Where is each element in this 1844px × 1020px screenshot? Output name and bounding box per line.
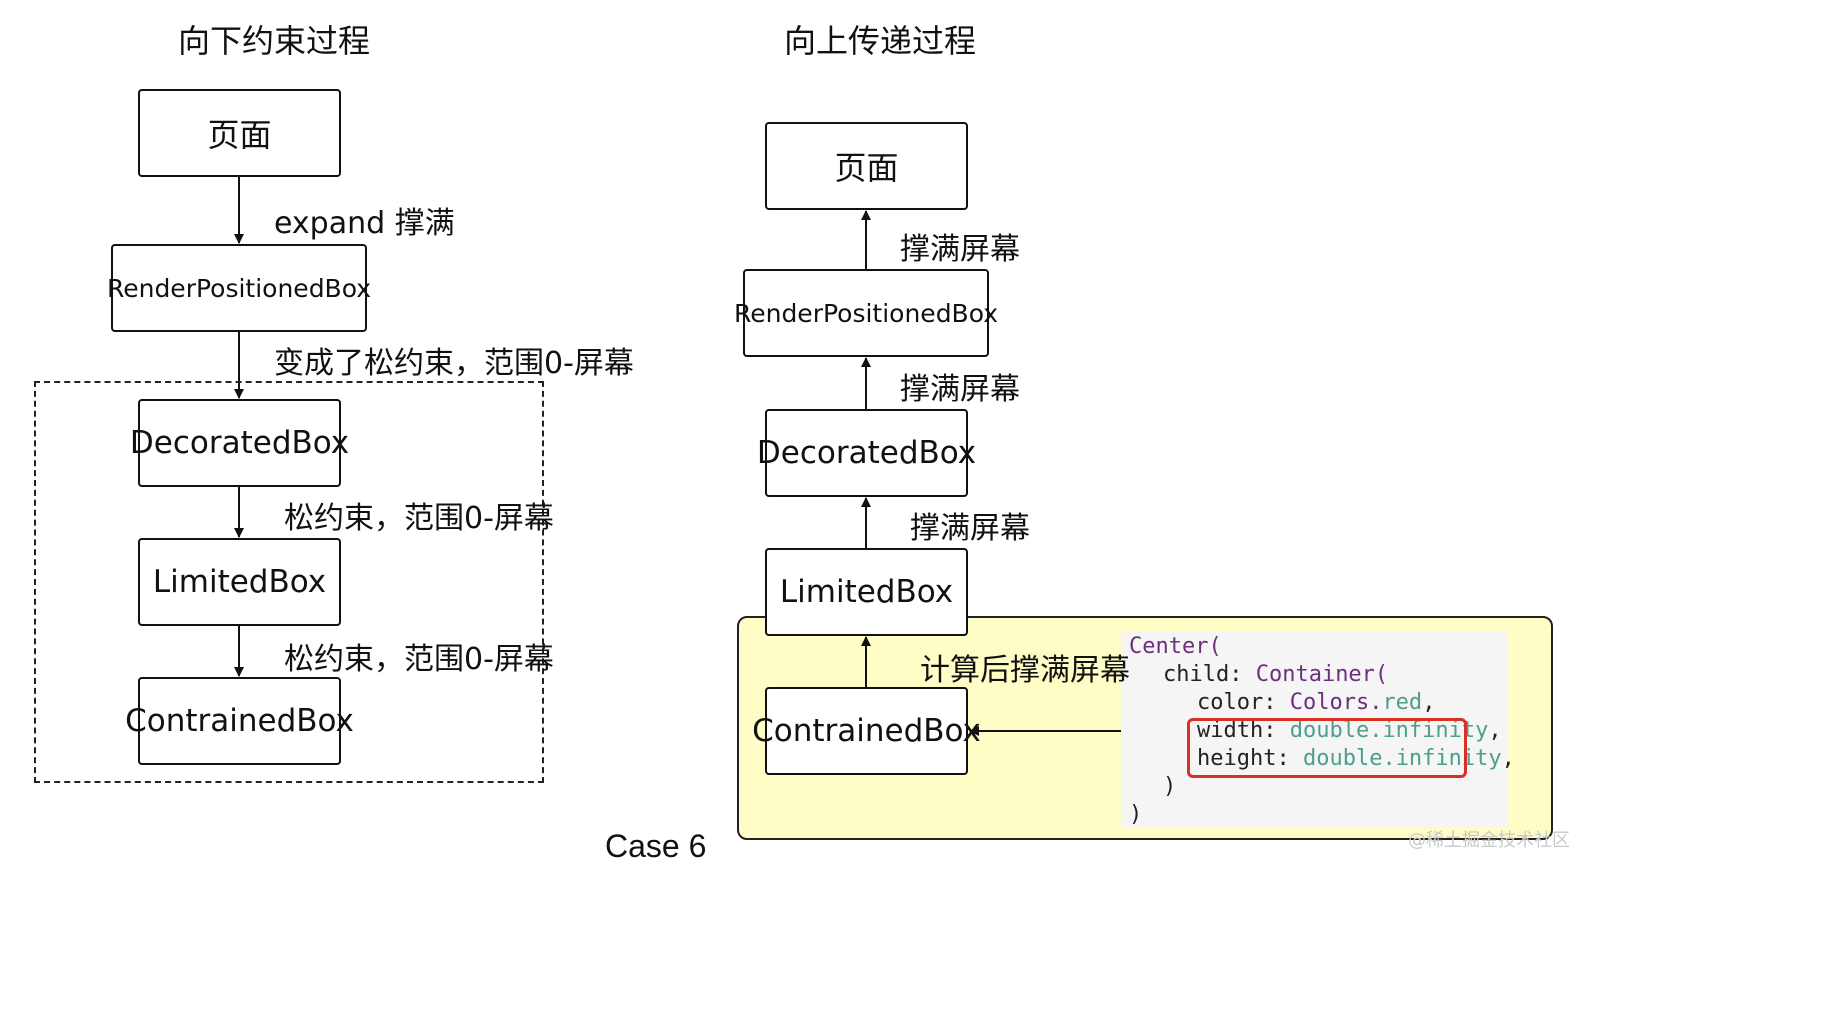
code-line-4: width: double.infinity, [1197,718,1502,743]
right-box-contrained: ContrainedBox [752,687,981,775]
right-box-limited: LimitedBox [765,548,968,636]
code-snippet: Center( child: Container( color: Colors.… [1121,632,1515,828]
watermark: @稀土掘金技术社区 [1408,830,1570,851]
code-line-2: child: Container( [1163,662,1389,687]
right-edge-label-2: 撑满屏幕 [900,372,1020,407]
right-title: 向上传递过程 [784,22,977,60]
code-line-6: ) [1163,774,1177,799]
right-edge-label-4: 计算后撑满屏幕 [920,653,1130,688]
left-box-limited: LimitedBox [138,538,341,626]
left-title: 向下约束过程 [178,22,371,60]
code-line-5: height: double.infinity, [1197,746,1515,771]
left-edge-label-4: 松约束，范围0-屏幕 [284,642,554,677]
right-box-decorated: DecoratedBox [757,409,976,497]
infinity-highlight [1187,718,1467,778]
code-line-3: color: Colors.red, [1197,690,1436,715]
right-box-page: 页面 [765,122,968,210]
right-edge-label-1: 撑满屏幕 [900,232,1020,267]
left-box-decorated: DecoratedBox [130,399,349,487]
left-edge-label-3: 松约束，范围0-屏幕 [284,501,554,536]
right-box-render-positioned: RenderPositionedBox [734,269,998,357]
case-caption: Case 6 [605,828,707,864]
left-edge-label-1: expand 撑满 [274,206,455,241]
left-box-contrained: ContrainedBox [125,677,354,765]
right-edge-label-3: 撑满屏幕 [910,511,1030,546]
loose-constraint-region [34,381,544,783]
left-edge-label-2: 变成了松约束，范围0-屏幕 [274,346,634,381]
left-box-render-positioned: RenderPositionedBox [107,244,371,332]
code-line-7: ) [1129,802,1143,827]
left-box-page: 页面 [138,89,341,177]
code-line-1: Center( [1129,634,1222,659]
